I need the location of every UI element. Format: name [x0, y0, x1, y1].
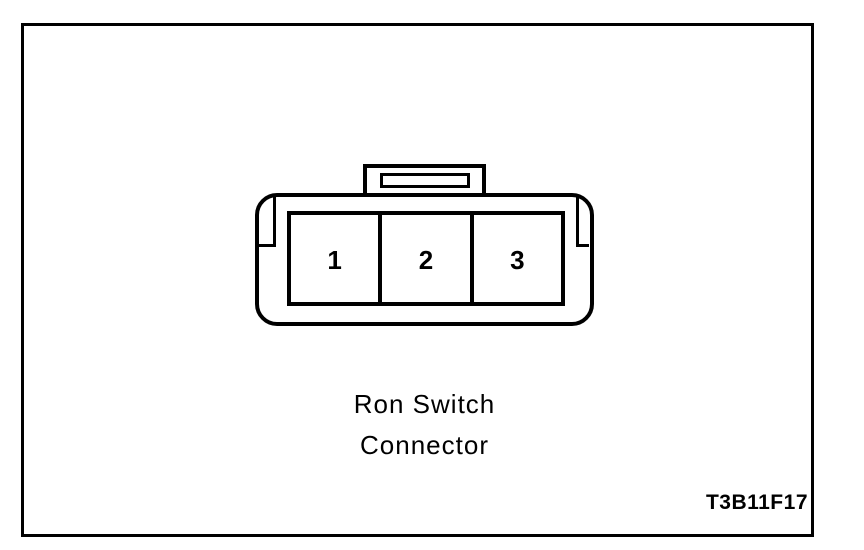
pin-label-1: 1	[327, 245, 342, 275]
pin-cell-2: 2	[378, 215, 469, 302]
keying-notch-left	[259, 197, 276, 247]
pin-cell-1: 1	[291, 215, 378, 302]
caption-line-2: Connector	[360, 430, 489, 460]
figure-frame	[21, 23, 814, 537]
pin-cell-3: 3	[469, 215, 561, 302]
figure-code: T3B11F17	[705, 491, 808, 514]
caption-line-1: Ron Switch	[353, 389, 496, 419]
pin-grid: 1 2 3	[287, 211, 565, 306]
pin-label-3: 3	[510, 245, 525, 275]
connector-body-outline	[255, 193, 594, 326]
keying-notch-right	[576, 197, 589, 247]
pin-label-2: 2	[418, 245, 434, 275]
connector-latch-slot	[380, 173, 470, 188]
